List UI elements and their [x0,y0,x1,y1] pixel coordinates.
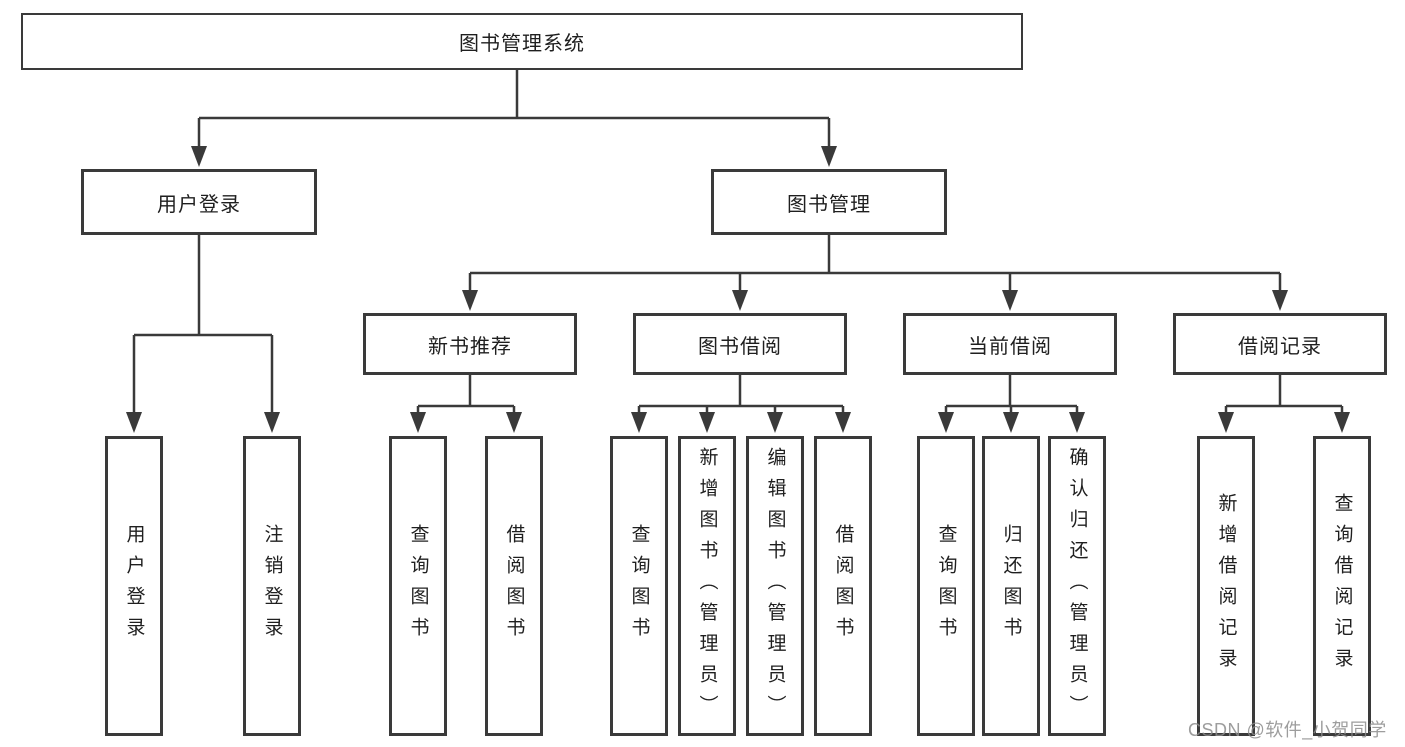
arrowhead-down-icon [699,412,715,433]
leaf-add-books-admin: 新增图书（管理员） [678,436,736,736]
arrowhead-down-icon [1003,412,1019,433]
leaf-query-borrow-record: 查询借阅记录 [1313,436,1371,736]
node-label: 查询图书 [935,524,957,648]
arrowhead-down-icon [462,290,478,311]
connector-line [132,235,274,414]
node-new-book-recommend: 新书推荐 [363,313,577,375]
node-label: 用户登录 [123,524,145,648]
node-label: 用户登录 [157,193,241,216]
arrowhead-down-icon [767,412,783,433]
watermark: CSDN @软件_小贺同学 [1188,720,1387,740]
leaf-query-books-borrow: 查询图书 [610,436,668,736]
node-label: 新增借阅记录 [1215,493,1237,679]
leaf-confirm-return-admin: 确认归还（管理员） [1048,436,1106,736]
node-borrow-records: 借阅记录 [1173,313,1387,375]
arrowhead-down-icon [1218,412,1234,433]
leaf-query-books-recommend: 查询图书 [389,436,447,736]
arrowhead-down-icon [506,412,522,433]
connector-line [1224,375,1344,414]
node-label: 查询图书 [407,524,429,648]
arrowhead-down-icon [732,290,748,311]
arrowhead-down-icon [1069,412,1085,433]
connector-line [416,375,516,414]
node-user-login: 用户登录 [81,169,317,235]
node-label: 借阅记录 [1238,335,1322,358]
node-label: 确认归还（管理员） [1066,446,1088,726]
arrowhead-down-icon [631,412,647,433]
leaf-user-login: 用户登录 [105,436,163,736]
arrowhead-down-icon [835,412,851,433]
arrowhead-down-icon [1334,412,1350,433]
arrowhead-down-icon [264,412,280,433]
node-label: 图书管理系统 [459,33,585,55]
node-label: 图书借阅 [698,335,782,358]
connector-line [197,70,831,148]
connector-line [637,375,845,414]
leaf-query-books-current: 查询图书 [917,436,975,736]
arrowhead-down-icon [1002,290,1018,311]
arrowhead-down-icon [938,412,954,433]
node-book-management: 图书管理 [711,169,947,235]
node-label: 图书管理 [787,193,871,216]
node-label: 归还图书 [1000,524,1022,648]
leaf-borrow-books-recommend: 借阅图书 [485,436,543,736]
node-label: 新书推荐 [428,335,512,358]
node-label: 借阅图书 [503,524,525,648]
leaf-add-borrow-record: 新增借阅记录 [1197,436,1255,736]
node-label: 借阅图书 [832,524,854,648]
arrowhead-down-icon [821,146,837,167]
node-library-management-system: 图书管理系统 [21,13,1023,70]
arrowhead-down-icon [126,412,142,433]
arrowhead-down-icon [191,146,207,167]
arrowhead-down-icon [1272,290,1288,311]
node-label: 注销登录 [261,524,283,648]
arrowhead-down-icon [410,412,426,433]
connector-line [468,235,1282,292]
node-label: 查询图书 [628,524,650,648]
node-current-borrow: 当前借阅 [903,313,1117,375]
connector-line [944,375,1079,414]
node-label: 查询借阅记录 [1331,493,1353,679]
leaf-return-books: 归还图书 [982,436,1040,736]
leaf-borrow-books: 借阅图书 [814,436,872,736]
leaf-edit-books-admin: 编辑图书（管理员） [746,436,804,736]
node-label: 新增图书（管理员） [696,446,718,726]
node-label: 当前借阅 [968,335,1052,358]
node-book-borrow: 图书借阅 [633,313,847,375]
node-label: 编辑图书（管理员） [764,446,786,726]
leaf-logout: 注销登录 [243,436,301,736]
